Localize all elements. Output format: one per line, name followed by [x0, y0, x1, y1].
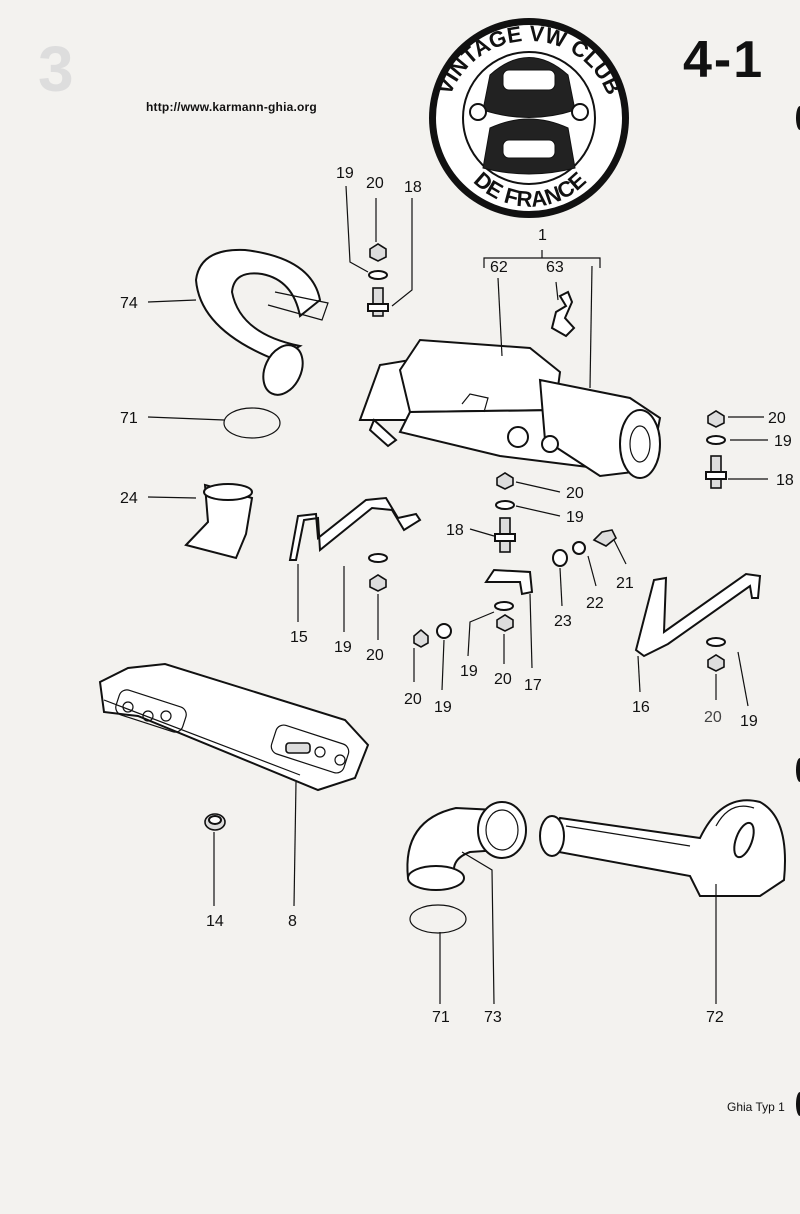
- callout-22: 22: [586, 595, 604, 612]
- part-71-seal-ring-lower: [409, 904, 467, 934]
- callout-20: 20: [366, 175, 384, 192]
- callout-20: 20: [566, 485, 584, 502]
- part-24-bracket: [184, 483, 254, 560]
- callout-16: 16: [632, 699, 650, 716]
- callout-71: 71: [120, 410, 138, 427]
- callout-73: 73: [484, 1009, 502, 1026]
- callout-62: 62: [490, 259, 508, 276]
- part-14-grommet: [204, 813, 226, 831]
- part-15-bracket: [288, 496, 422, 561]
- callout-19: 19: [434, 699, 452, 716]
- callout-21: 21: [616, 575, 634, 592]
- callout-23: 23: [554, 613, 572, 630]
- leader-lines: [147, 185, 768, 1005]
- part-16-bracket: [634, 572, 762, 658]
- callout-8: 8: [288, 913, 297, 930]
- part-74-duct-hose: [194, 248, 329, 396]
- callout-71: 71: [432, 1009, 450, 1026]
- callout-18: 18: [446, 522, 464, 539]
- callout-20: 20: [404, 691, 422, 708]
- footer-model: Ghia Typ 1: [727, 1100, 785, 1114]
- callout-19: 19: [460, 663, 478, 680]
- callout-1: 1: [538, 227, 547, 244]
- part-72-hose: [539, 799, 786, 897]
- hardware-center-stack: [494, 472, 618, 567]
- callout-labels: 1 62 63 19 20 18 74 71 24 20 19 18 20 19…: [120, 165, 794, 1026]
- callout-72: 72: [706, 1009, 724, 1026]
- part-71-seal-ring: [223, 407, 281, 439]
- hardware-top-stack: [367, 243, 389, 317]
- callout-14: 14: [206, 913, 224, 930]
- club-logo: VINTAGE VW CLUB DE FRANCE: [429, 18, 629, 218]
- callout-20: 20: [768, 410, 786, 427]
- callout-63: 63: [546, 259, 564, 276]
- part-1-heater-box-assembly: [358, 338, 662, 479]
- callout-19: 19: [740, 713, 758, 730]
- binder-marks: [796, 106, 800, 1116]
- hardware-right-stack: [705, 410, 727, 489]
- callout-24: 24: [120, 490, 138, 507]
- source-url: http://www.karmann-ghia.org: [146, 100, 317, 114]
- callout-20: 20: [366, 647, 384, 664]
- part-73-elbow: [406, 801, 527, 891]
- part-17-bracket: [484, 568, 534, 596]
- callout-19: 19: [336, 165, 354, 182]
- callout-20: 20: [704, 709, 722, 726]
- callout-20: 20: [494, 671, 512, 688]
- callout-19: 19: [334, 639, 352, 656]
- callout-74: 74: [120, 295, 138, 312]
- callout-19: 19: [774, 433, 792, 450]
- hardware-lower-stacks: [368, 553, 726, 672]
- callout-15: 15: [290, 629, 308, 646]
- part-8-cover: [98, 662, 370, 792]
- faded-page-mark: 3: [38, 33, 74, 105]
- page-number: 4-1: [683, 31, 765, 89]
- callout-19: 19: [566, 509, 584, 526]
- callout-17: 17: [524, 677, 542, 694]
- part-63-clip: [550, 290, 576, 338]
- callout-18: 18: [404, 179, 422, 196]
- callout-18: 18: [776, 472, 794, 489]
